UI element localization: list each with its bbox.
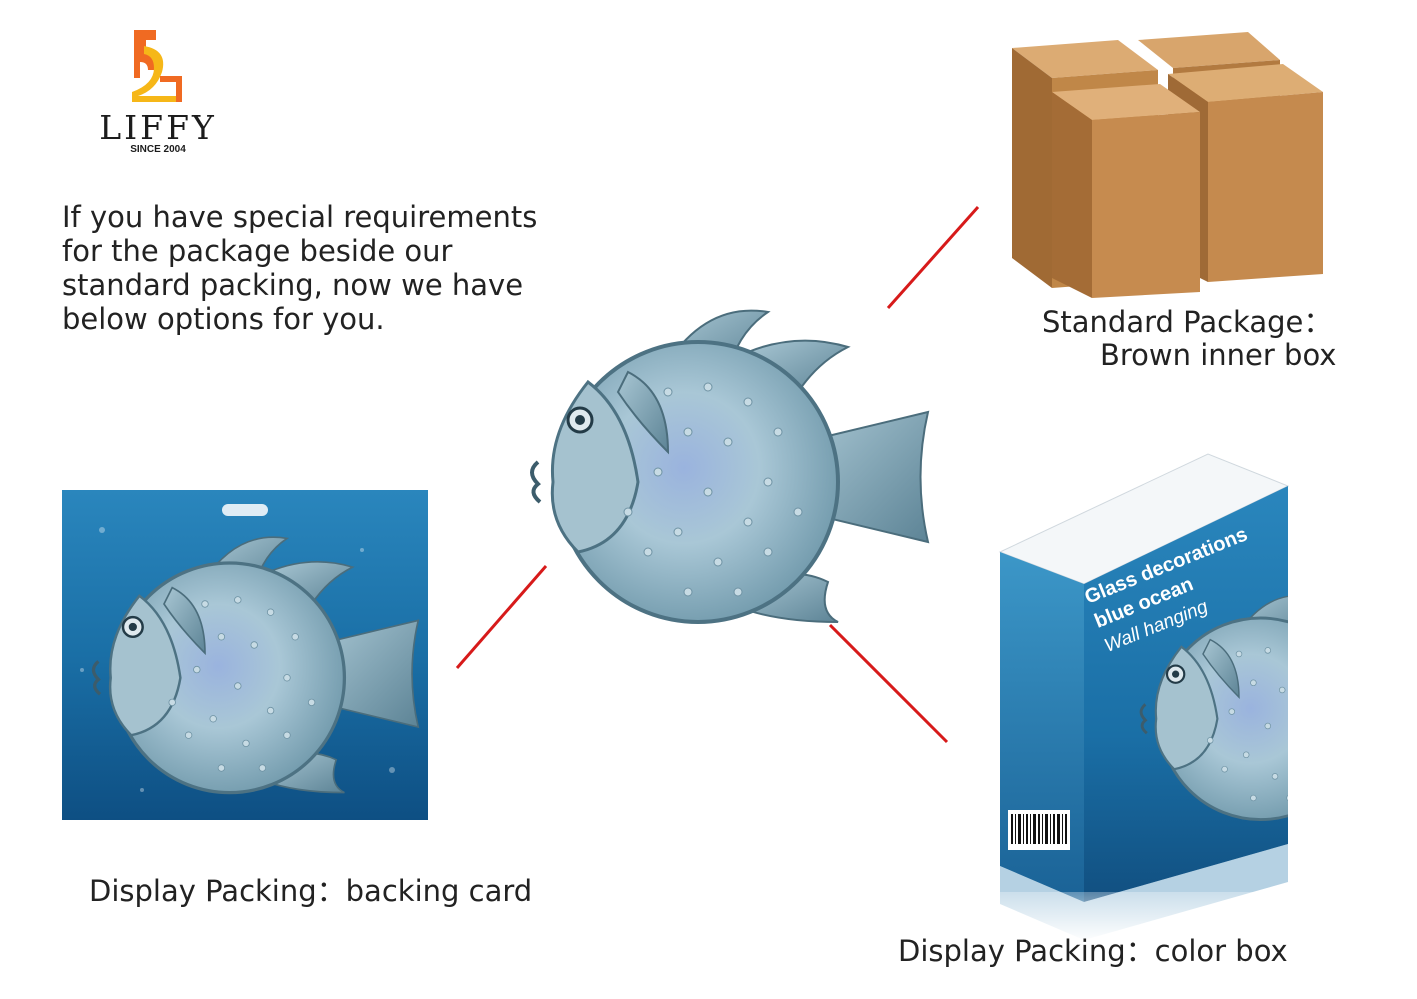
brand-since: SINCE 2004 bbox=[130, 144, 186, 155]
brown-inner-boxes bbox=[1012, 32, 1323, 298]
color-box-label: Display Packing：color box bbox=[898, 934, 1288, 968]
hang-hole bbox=[222, 504, 268, 516]
fish-product-image bbox=[530, 308, 930, 624]
connector-line-color-box bbox=[828, 623, 949, 744]
liffy-mark-icon bbox=[132, 30, 182, 102]
brand-name: LIFFY bbox=[99, 108, 217, 147]
barcode-icon bbox=[1008, 810, 1070, 850]
brand-logo: LIFFY SINCE 2004 bbox=[98, 26, 218, 160]
connector-line-backing-card bbox=[455, 565, 548, 669]
intro-text: If you have special requirements for the… bbox=[62, 200, 538, 336]
color-box-image: Glass decorations blue ocean Wall hangin… bbox=[996, 453, 1292, 942]
backing-card-image bbox=[62, 490, 428, 820]
standard-package-title: Standard Package： bbox=[1042, 305, 1333, 339]
standard-package-label: Standard Package： Brown inner box bbox=[1042, 306, 1336, 372]
standard-package-subtitle: Brown inner box bbox=[1100, 338, 1337, 372]
connector-line-standard bbox=[886, 206, 980, 309]
backing-card-label: Display Packing：backing card bbox=[89, 874, 533, 908]
